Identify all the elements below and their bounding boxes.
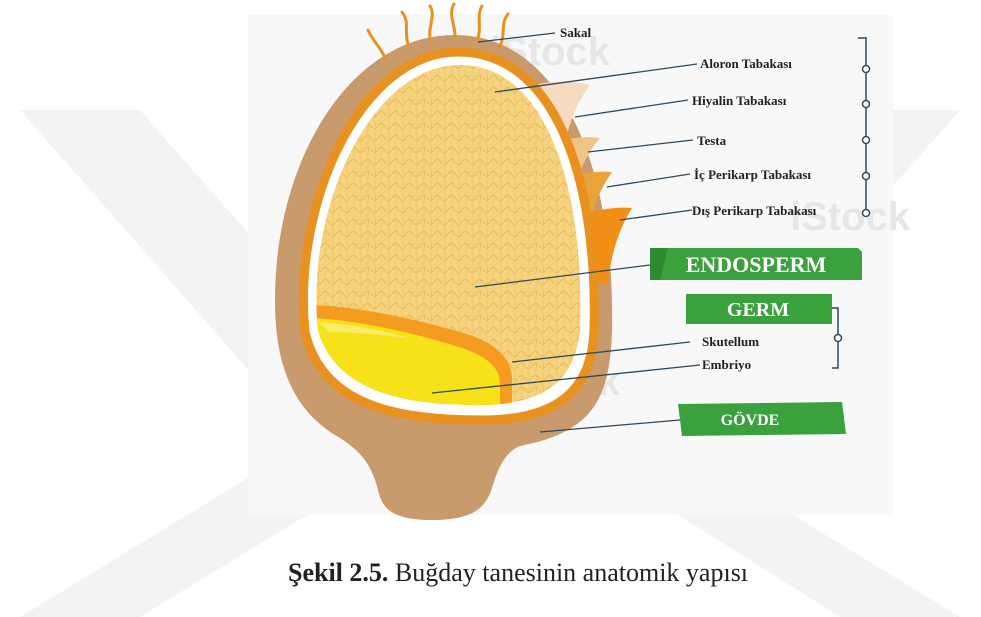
caption-number: Şekil 2.5. <box>288 558 388 587</box>
label-embriyo: Embriyo <box>702 357 751 372</box>
badge-govde: GÖVDE <box>678 402 846 436</box>
caption-text: Buğday tanesinin anatomik yapısı <box>395 558 748 587</box>
label-ic-perikarp: İç Perikarp Tabakası <box>694 167 811 182</box>
label-sakal: Sakal <box>560 25 591 40</box>
label-skutellum: Skutellum <box>702 334 759 349</box>
label-aloron: Aloron Tabakası <box>700 56 792 71</box>
badge-endosperm: ENDOSPERM <box>650 248 862 280</box>
badge-germ: GERM <box>686 294 832 324</box>
label-germ: GERM <box>727 299 789 321</box>
label-dis-perikarp: Dış Perikarp Tabakası <box>692 203 817 218</box>
label-hiyalin: Hiyalin Tabakası <box>692 93 787 108</box>
label-endosperm: ENDOSPERM <box>686 252 827 277</box>
label-testa: Testa <box>697 133 727 148</box>
figure-caption: Şekil 2.5. Buğday tanesinin anatomik yap… <box>288 558 748 588</box>
label-govde: GÖVDE <box>721 411 780 429</box>
